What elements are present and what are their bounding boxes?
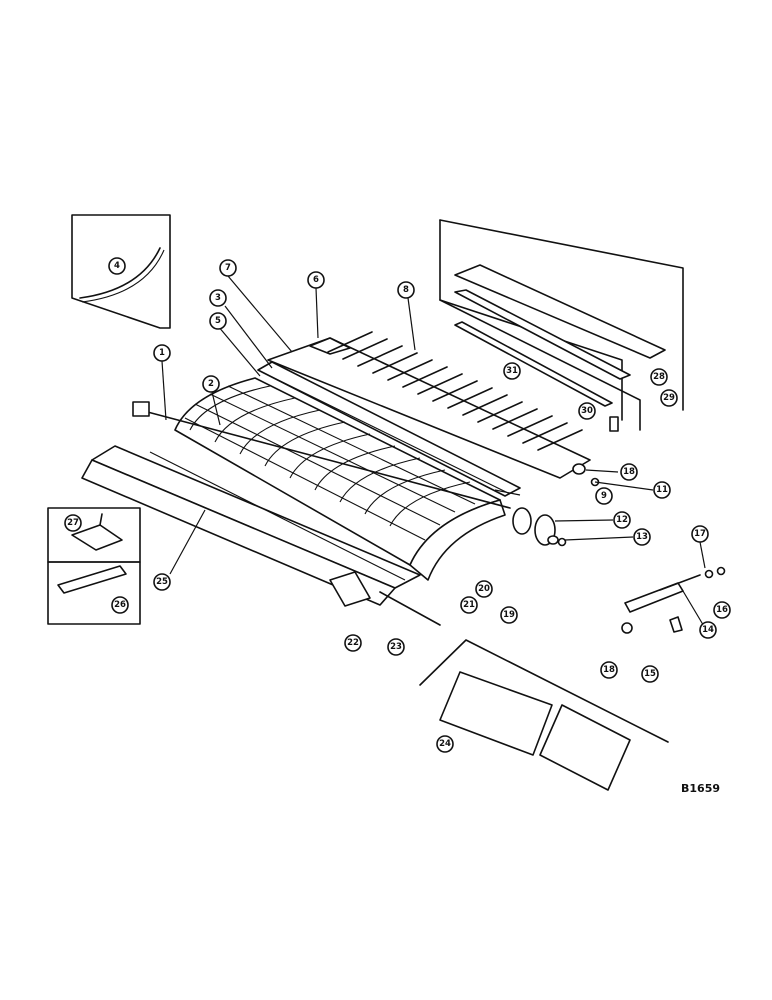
callout-label: 11 xyxy=(656,485,668,495)
callout-25: 25 xyxy=(153,573,171,591)
callout-16: 16 xyxy=(713,601,731,619)
leader-lines xyxy=(161,275,706,629)
callout-14: 14 xyxy=(699,621,717,639)
callout-label: 29 xyxy=(663,393,675,403)
callout-7: 7 xyxy=(219,259,237,277)
callout-label: 26 xyxy=(114,600,126,610)
callout-label: 18 xyxy=(623,467,635,477)
part-15-bolt xyxy=(669,616,683,633)
callout-1: 1 xyxy=(153,344,171,362)
rear-rasp-bar-assembly xyxy=(257,331,591,497)
callout-8: 8 xyxy=(397,281,415,299)
part-16-washer xyxy=(704,569,714,579)
callout-31: 31 xyxy=(503,362,521,380)
callout-label: 4 xyxy=(114,261,120,271)
callout-label: 2 xyxy=(208,379,214,389)
callout-18-lower: 18 xyxy=(600,661,618,679)
callout-label: 28 xyxy=(653,372,665,382)
callout-23: 23 xyxy=(387,638,405,656)
callout-30: 30 xyxy=(578,402,596,420)
panel-parts-28-31 xyxy=(439,219,684,432)
part-13-washer xyxy=(557,537,567,547)
shaft-rod xyxy=(132,401,511,509)
callout-label: 14 xyxy=(702,625,714,635)
callout-24: 24 xyxy=(436,735,454,753)
callout-12: 12 xyxy=(613,511,631,529)
callout-label: 15 xyxy=(644,669,656,679)
callout-label: 24 xyxy=(439,739,451,749)
callout-label: 6 xyxy=(313,275,319,285)
part-18-nut xyxy=(621,622,633,634)
callout-5: 5 xyxy=(209,312,227,330)
callout-15: 15 xyxy=(641,665,659,683)
callout-label: 30 xyxy=(581,406,593,416)
callout-22: 22 xyxy=(344,634,362,652)
callout-label: 3 xyxy=(215,293,221,303)
inset-parts-26-27 xyxy=(47,507,141,625)
callout-label: 17 xyxy=(694,529,706,539)
part-10-bushing xyxy=(572,463,586,475)
callout-label: 23 xyxy=(390,642,402,652)
callout-29: 29 xyxy=(660,389,678,407)
front-shield xyxy=(81,445,421,606)
lower-panel xyxy=(419,639,669,791)
callout-label: 7 xyxy=(225,263,231,273)
callout-11: 11 xyxy=(653,481,671,499)
callout-18-upper: 18 xyxy=(620,463,638,481)
hardware xyxy=(512,463,726,634)
callout-label: 31 xyxy=(506,366,518,376)
callout-label: 16 xyxy=(716,605,728,615)
callout-2: 2 xyxy=(202,375,220,393)
part-16-nut xyxy=(716,566,726,576)
callout-17: 17 xyxy=(691,525,709,543)
callout-4: 4 xyxy=(108,257,126,275)
part-14-rod xyxy=(624,582,684,613)
callout-21: 21 xyxy=(460,596,478,614)
callout-19: 19 xyxy=(500,606,518,624)
callout-label: 25 xyxy=(156,577,168,587)
drawing-number: B1659 xyxy=(681,782,720,795)
bottom-bar-and-bracket xyxy=(329,571,441,626)
tine-fingers xyxy=(327,331,583,451)
part-12-collar xyxy=(547,535,559,545)
callout-label: 18 xyxy=(603,665,615,675)
callout-label: 9 xyxy=(601,491,607,501)
callout-label: 19 xyxy=(503,610,515,620)
callout-label: 5 xyxy=(215,316,221,326)
callout-label: 13 xyxy=(636,532,648,542)
callout-26: 26 xyxy=(111,596,129,614)
callout-27: 27 xyxy=(64,514,82,532)
callout-label: 12 xyxy=(616,515,628,525)
callout-13: 13 xyxy=(633,528,651,546)
callout-label: 21 xyxy=(463,600,475,610)
callout-label: 27 xyxy=(67,518,79,528)
callout-6: 6 xyxy=(307,271,325,289)
callout-label: 1 xyxy=(159,348,165,358)
callout-label: 20 xyxy=(478,584,490,594)
callout-label: 8 xyxy=(403,285,409,295)
callout-20: 20 xyxy=(475,580,493,598)
callout-28: 28 xyxy=(650,368,668,386)
inset-part-4 xyxy=(71,214,171,329)
callout-3: 3 xyxy=(209,289,227,307)
callout-label: 22 xyxy=(347,638,359,648)
callout-9: 9 xyxy=(595,487,613,505)
part-20-disc xyxy=(512,507,532,535)
